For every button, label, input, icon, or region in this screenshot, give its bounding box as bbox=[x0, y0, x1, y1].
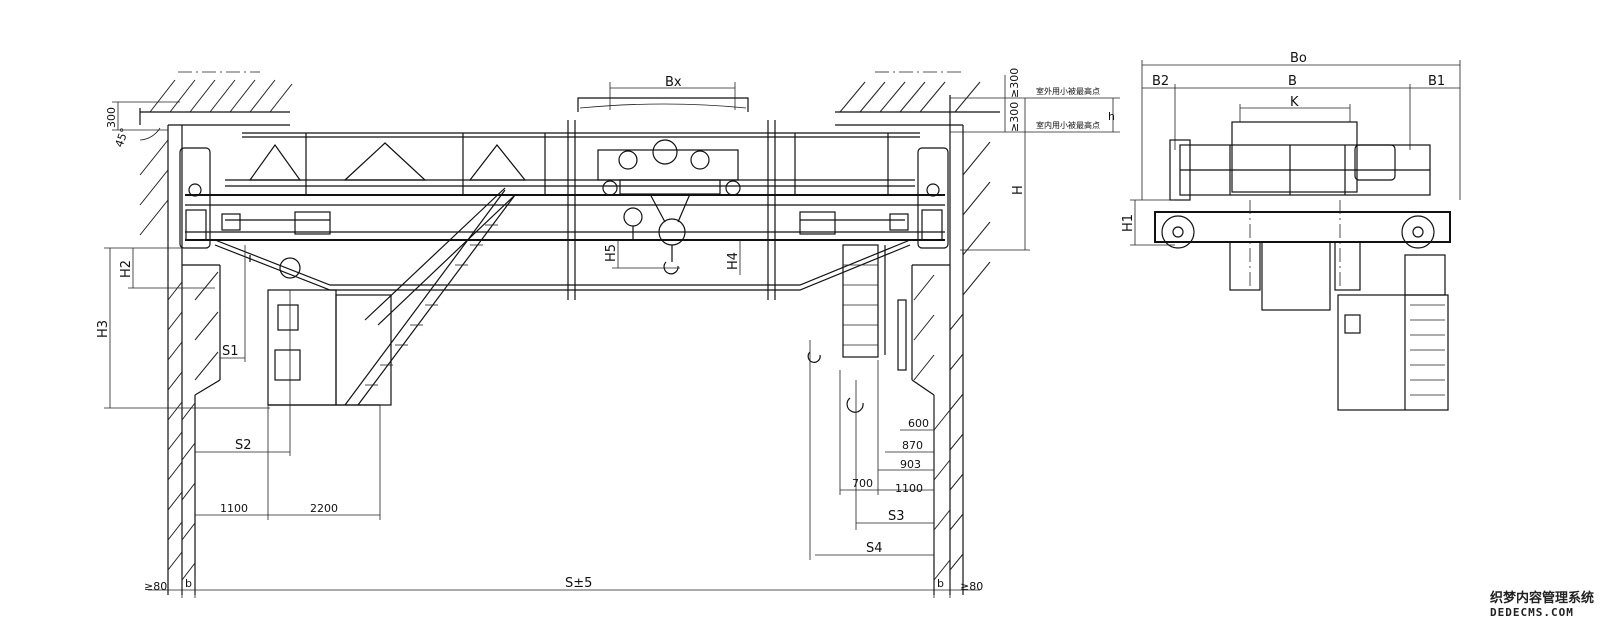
label-870: 870 bbox=[902, 439, 923, 452]
label-angle: 45° bbox=[113, 126, 132, 149]
label-s2: S2 bbox=[235, 438, 252, 453]
label-h: H bbox=[1011, 185, 1026, 195]
label-300-top: ≥300 bbox=[1008, 68, 1021, 98]
label-300-mid: ≥300 bbox=[1008, 102, 1021, 132]
label-b1: B1 bbox=[1428, 74, 1445, 89]
label-span: S±5 bbox=[565, 576, 592, 591]
operator-cab bbox=[249, 255, 392, 406]
right-wall bbox=[835, 71, 1000, 595]
dimension-labels: Bx H h H1 H2 H3 H4 H5 S1 S2 S3 S4 S±5 b … bbox=[96, 51, 1445, 593]
end-truck-right bbox=[799, 147, 949, 249]
label-bx: Bx bbox=[665, 75, 682, 90]
label-b-left: b bbox=[185, 577, 192, 590]
outdoor-note: 室外用小被最高点 bbox=[1036, 86, 1100, 96]
watermark-en: DEDECMS.COM bbox=[1490, 606, 1574, 619]
label-k: K bbox=[1290, 95, 1299, 110]
label-h2: H2 bbox=[119, 260, 134, 278]
dimension-lines-main bbox=[104, 75, 1120, 598]
label-s3: S3 bbox=[888, 509, 905, 524]
label-300-left: 300 bbox=[105, 107, 118, 128]
label-h1: H1 bbox=[1121, 214, 1136, 232]
label-h4: H4 bbox=[726, 252, 741, 270]
bridge-girder bbox=[185, 120, 945, 300]
watermark: 织梦内容管理系统 DEDECMS.COM bbox=[1490, 590, 1594, 619]
auxiliary-hook bbox=[807, 340, 864, 560]
label-h-small: h bbox=[1108, 110, 1115, 123]
label-1100-left: 1100 bbox=[220, 502, 248, 515]
side-view bbox=[1130, 60, 1461, 411]
label-600: 600 bbox=[908, 417, 929, 430]
label-b-right: b bbox=[937, 577, 944, 590]
label-h3: H3 bbox=[96, 320, 111, 338]
label-b0: Bo bbox=[1290, 51, 1307, 66]
cab-stair bbox=[344, 187, 516, 406]
maintenance-ladder bbox=[842, 244, 907, 371]
left-wall bbox=[139, 71, 293, 595]
label-ge80-left: ≥80 bbox=[144, 580, 167, 593]
label-s1: S1 bbox=[222, 344, 239, 359]
label-b: B bbox=[1288, 74, 1297, 89]
watermark-cn: 织梦内容管理系统 bbox=[1490, 590, 1594, 606]
label-2200: 2200 bbox=[310, 502, 338, 515]
label-h5: H5 bbox=[604, 244, 619, 262]
label-ge80-right: ≥80 bbox=[960, 580, 983, 593]
label-903: 903 bbox=[900, 458, 921, 471]
label-b2: B2 bbox=[1152, 74, 1169, 89]
trolley bbox=[577, 97, 749, 275]
indoor-note: 室内用小被最高点 bbox=[1036, 120, 1100, 130]
label-700: 700 bbox=[852, 477, 873, 490]
end-truck-left bbox=[179, 147, 331, 249]
label-s4: S4 bbox=[866, 541, 883, 556]
label-1100-right: 1100 bbox=[895, 482, 923, 495]
